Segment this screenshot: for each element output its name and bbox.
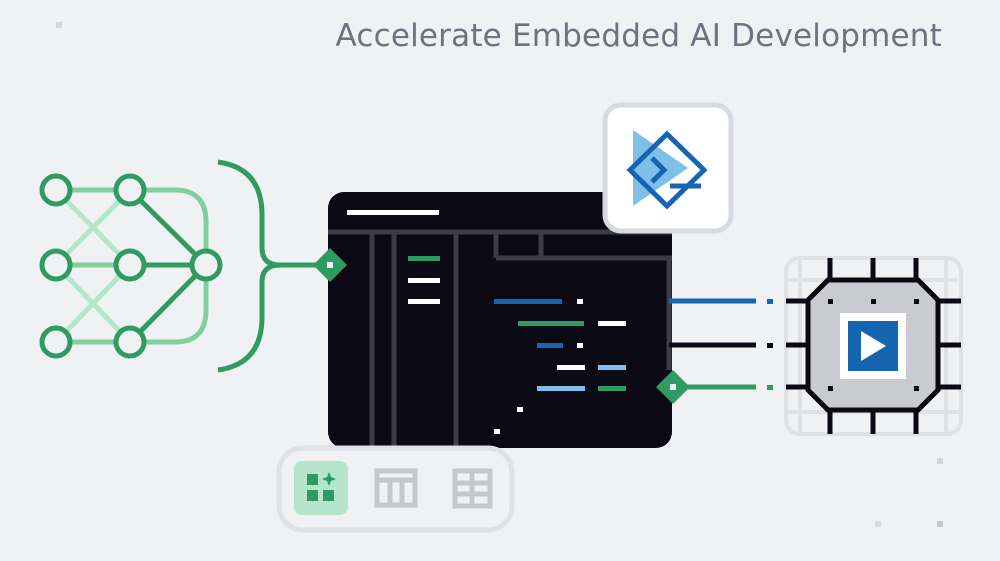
code-editor-window xyxy=(328,192,672,448)
connector-node-right xyxy=(656,370,690,404)
brace-connector xyxy=(217,159,318,373)
grid-layout-icon[interactable] xyxy=(452,468,493,509)
grid-sparkle-icon[interactable] xyxy=(294,461,348,515)
decor-dot xyxy=(875,521,881,527)
play-icon xyxy=(840,313,906,379)
decor-dot xyxy=(937,521,943,527)
decor-dot xyxy=(937,458,943,464)
signal-lines xyxy=(669,298,773,390)
neural-network-icon xyxy=(39,173,223,359)
columns-layout-icon[interactable] xyxy=(374,468,418,508)
page-title: Accelerate Embedded AI Development xyxy=(335,18,942,54)
extension-logo-icon xyxy=(602,102,734,234)
decor-dot xyxy=(56,22,62,28)
microcontroller-chip-icon xyxy=(784,256,963,436)
